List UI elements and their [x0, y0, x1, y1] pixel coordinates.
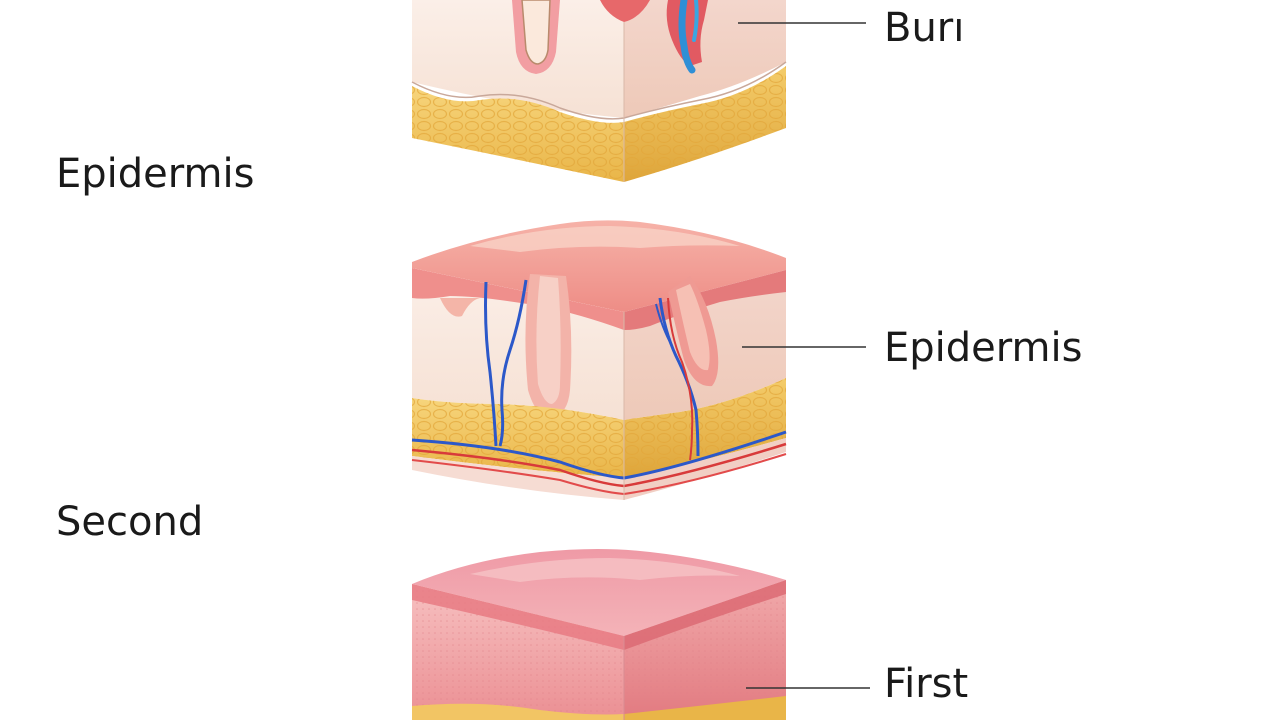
left-label-epidermis: Epidermis: [56, 151, 255, 197]
right-label-first: First: [884, 661, 969, 707]
left-label-second: Second: [56, 499, 204, 545]
right-label-epidermis: Epidermis: [884, 325, 1083, 371]
right-label-burn: Burı: [884, 5, 965, 51]
middle-skin-block: [411, 220, 787, 500]
top-skin-block: [411, 0, 787, 182]
bottom-skin-block: [412, 549, 786, 720]
